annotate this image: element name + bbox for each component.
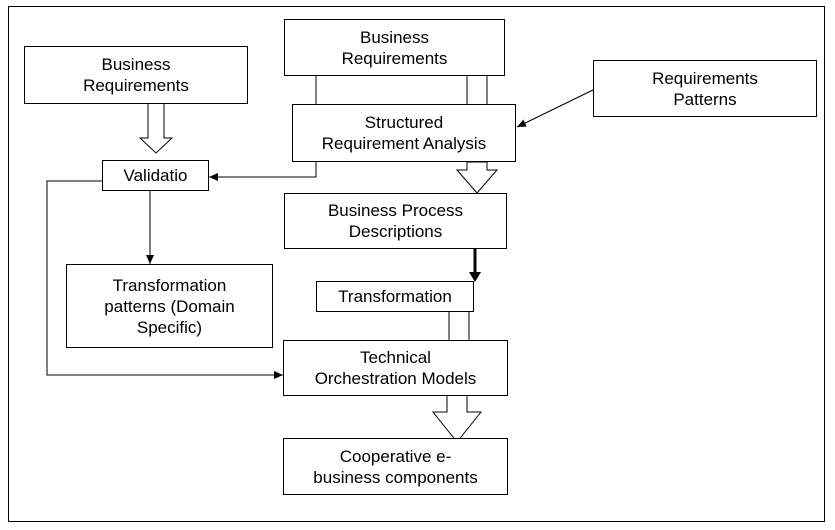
arrow-patterns-to-sra (516, 89, 594, 128)
node-transformation: Transformation (316, 281, 474, 312)
block-arrow-br-to-validation (138, 102, 174, 154)
node-structured-requirement-analysis: Structured Requirement Analysis (292, 104, 516, 162)
node-business-process-descriptions: Business Process Descriptions (284, 193, 507, 249)
node-validation: Validatio (102, 160, 209, 191)
block-arrow-sra-to-bpd (455, 161, 499, 194)
node-technical-orchestration-models: Technical Orchestration Models (283, 340, 508, 396)
arrowhead-bpd-to-transformation (469, 272, 481, 282)
node-transformation-patterns: Transformation patterns (Domain Specific… (66, 264, 273, 348)
node-requirements-patterns: Requirements Patterns (593, 60, 817, 117)
block-arrow-shaft-br-to-sra (466, 74, 488, 106)
node-business-requirements-top: Business Requirements (284, 19, 505, 76)
arrow-validation-to-tom (46, 180, 283, 379)
diagram-frame (8, 6, 825, 522)
node-business-requirements-left: Business Requirements (24, 46, 248, 104)
node-cooperative-ebusiness-components: Cooperative e- business components (283, 438, 508, 495)
block-arrow-transformation-to-tom (448, 310, 470, 342)
block-arrow-tom-to-cec (431, 394, 483, 443)
